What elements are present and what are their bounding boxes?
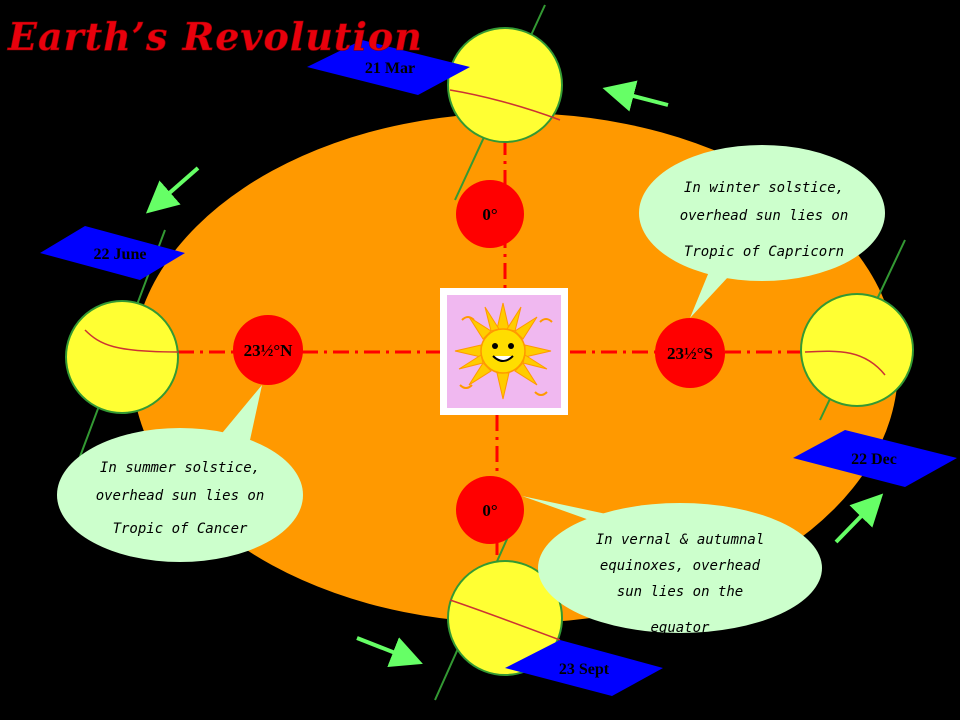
callout-equinox-line-4: equator [650,620,710,636]
callout-winter-line-1: In winter solstice, [684,180,844,196]
date-june-label: 22 June [94,246,147,263]
callout-summer-line-1: In summer solstice, [100,460,260,476]
callout-summer-line-3: Tropic of Cancer [113,521,248,537]
date-december-label: 22 Dec [851,451,897,468]
page-title: Earth’s Revolution [7,14,423,59]
latitude-marker-bottom: 0° [456,476,524,544]
callout-equinox-line-1: In vernal & autumnal [596,532,765,548]
latitude-marker-left: 23½°N [233,315,303,385]
callout-winter-line-3: Tropic of Capricorn [684,244,844,260]
latitude-marker-right: 23½°S [655,318,725,388]
date-diamond-june: 22 June [40,226,185,280]
callout-winter-line-2: overhead sun lies on [680,208,849,224]
callout-equinox: In vernal & autumnal equinoxes, overhead… [522,496,822,636]
callout-equinox-line-2: equinoxes, overhead [600,558,761,574]
orbit-direction-arrow-icon [145,80,884,668]
date-diamond-march: 21 Mar [307,40,470,95]
earth-june [65,300,179,414]
date-diamond-december: 22 Dec [793,430,957,487]
latitude-bottom-label: 0° [482,501,497,520]
date-diamond-september: 23 Sept [505,640,663,696]
date-march-label: 21 Mar [365,60,415,77]
latitude-marker-top: 0° [456,180,524,248]
callout-equinox-line-3: sun lies on the [617,584,743,600]
latitude-left-label: 23½°N [244,341,294,360]
callout-summer-line-2: overhead sun lies on [96,488,265,504]
earth-september [447,560,563,676]
callout-winter: In winter solstice, overhead sun lies on… [639,145,885,318]
date-september-label: 23 Sept [559,661,610,678]
callout-summer: In summer solstice, overhead sun lies on… [57,385,303,562]
earth-march [447,27,563,143]
earth-december [800,293,914,407]
latitude-right-label: 23½°S [667,344,713,363]
latitude-top-label: 0° [482,205,497,224]
smiling-sun-icon [440,288,568,415]
